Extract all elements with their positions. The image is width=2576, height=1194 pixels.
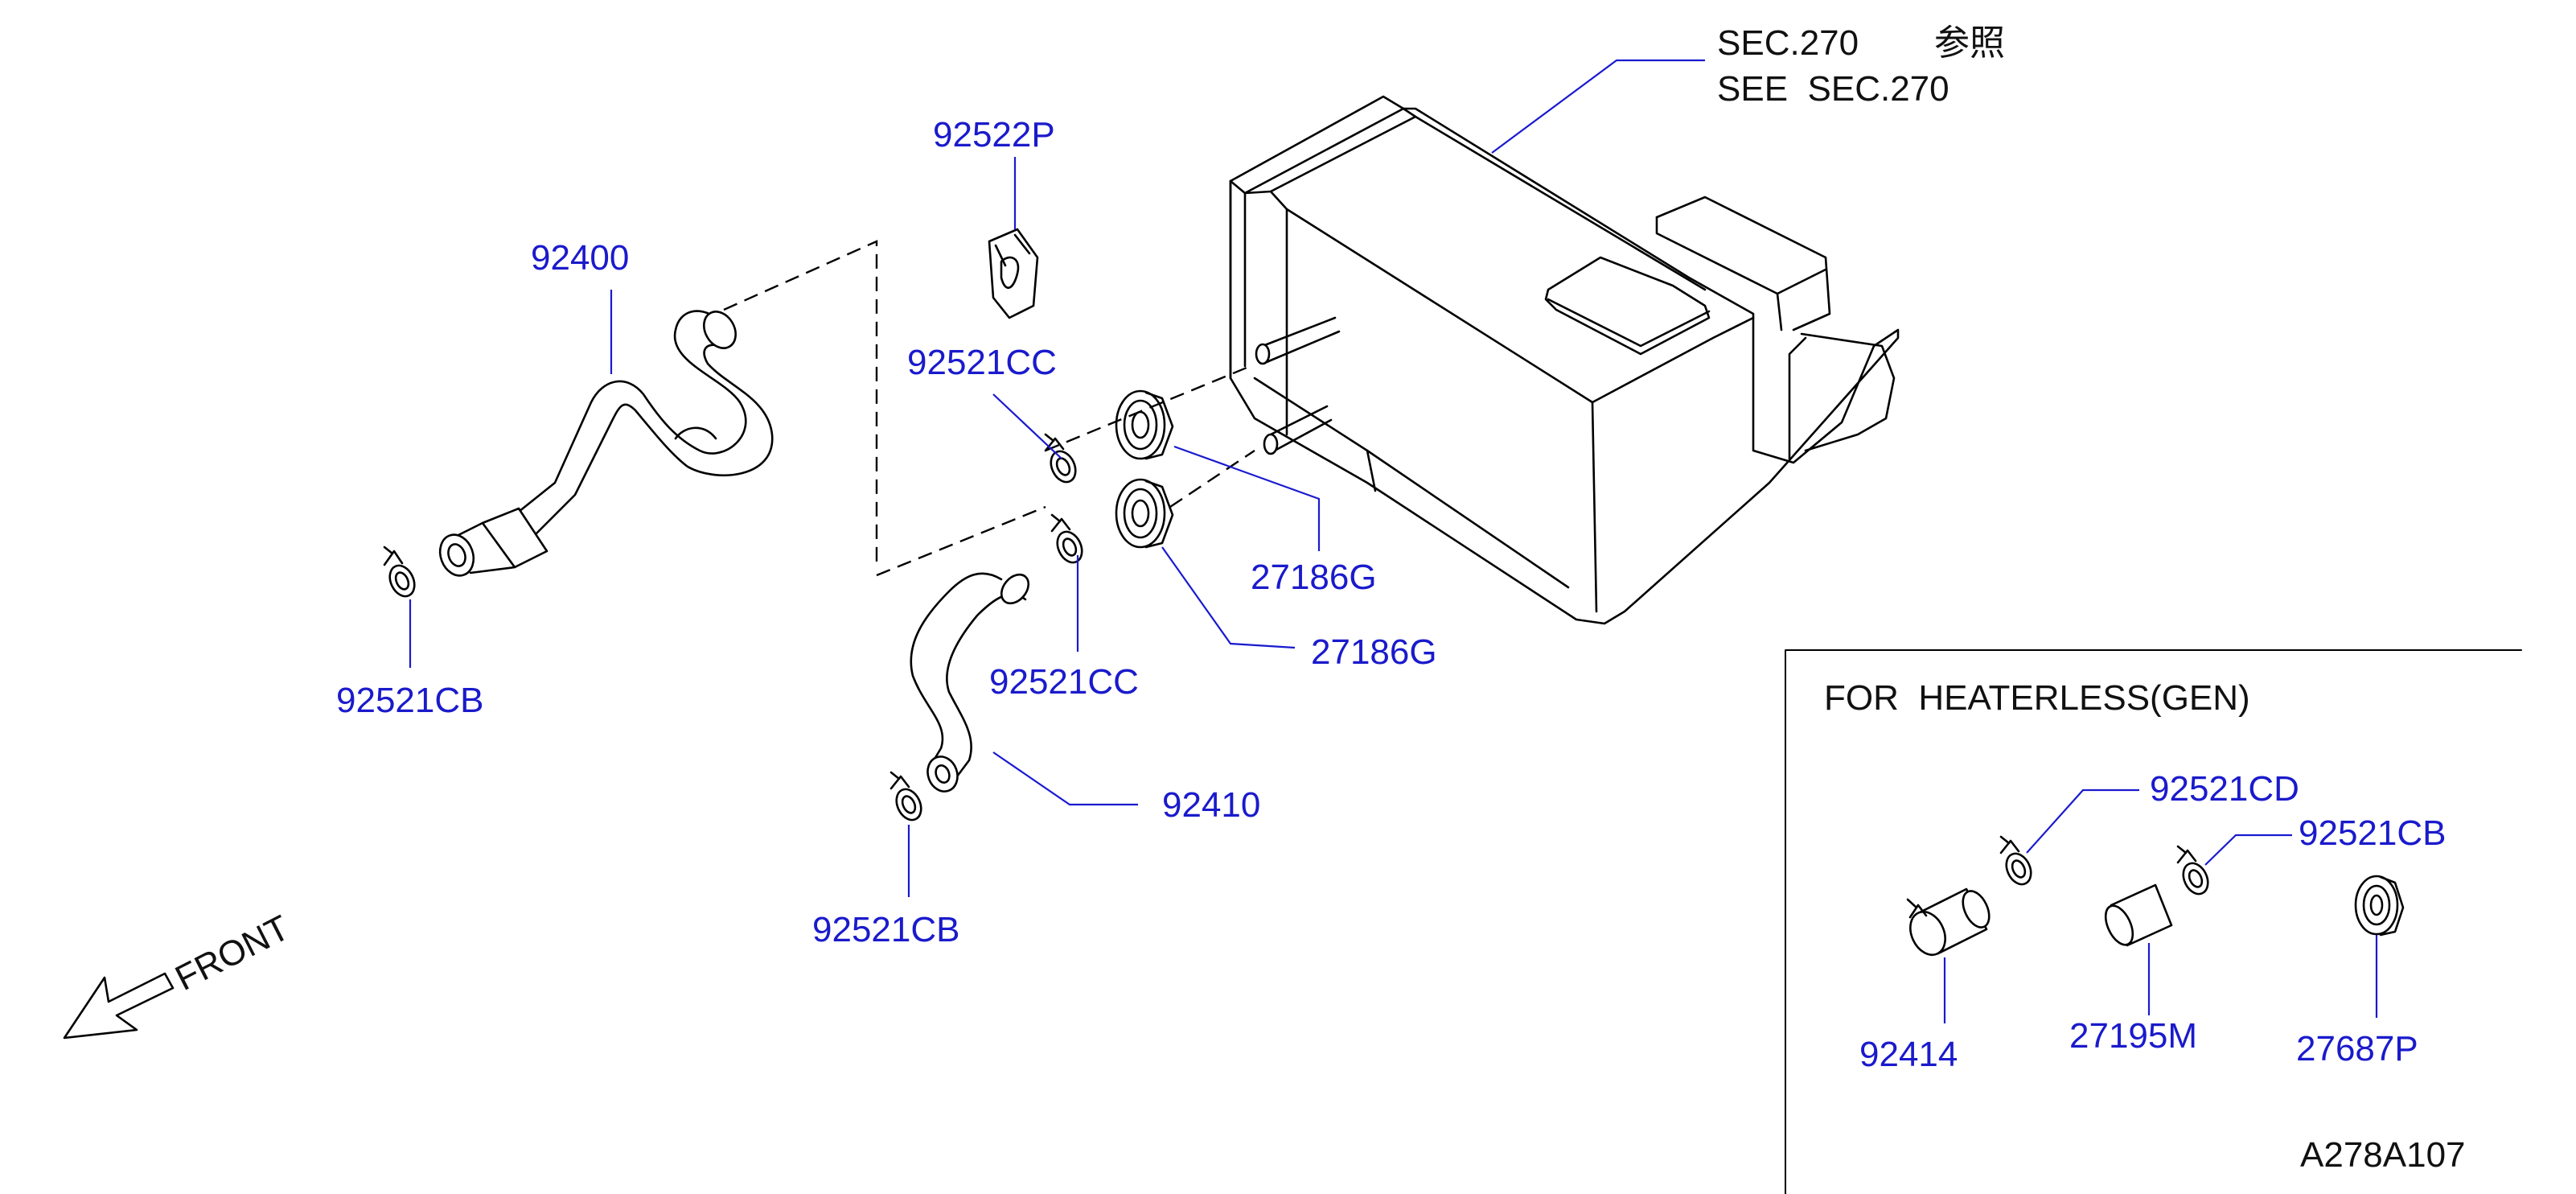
front-label: FRONT bbox=[169, 908, 295, 998]
sec-ref-line1: SEC.270 bbox=[1717, 23, 1859, 63]
callout-27195m: 27195M bbox=[2069, 1016, 2197, 1056]
clamp-92521cc-lower bbox=[1050, 513, 1083, 564]
heater-unit bbox=[1229, 95, 1900, 625]
pipe-92414 bbox=[1906, 887, 1991, 957]
clamp-92521cc-upper bbox=[1044, 433, 1077, 484]
callout-92521cc-upper: 92521CC bbox=[907, 343, 1057, 382]
callout-27687p: 27687P bbox=[2296, 1029, 2418, 1068]
callout-27186g-upper: 27186G bbox=[1251, 558, 1377, 597]
callout-92400: 92400 bbox=[531, 238, 629, 278]
callout-92414: 92414 bbox=[1859, 1035, 1958, 1074]
tube-27195m bbox=[2104, 883, 2173, 947]
clamp-92521cd bbox=[1999, 835, 2032, 886]
callout-27186g-lower: 27186G bbox=[1311, 632, 1437, 672]
callout-92410: 92410 bbox=[1162, 785, 1260, 825]
callout-92521cb-bottom: 92521CB bbox=[812, 910, 959, 949]
callout-92521cc-lower: 92521CC bbox=[989, 662, 1139, 702]
sec-ref-line1-jp: 参照 bbox=[1934, 23, 2005, 64]
figure-id: A278A107 bbox=[2300, 1135, 2466, 1175]
hose-92400 bbox=[438, 310, 774, 577]
callout-92521cb-left: 92521CB bbox=[336, 681, 483, 720]
sec-ref-line2: SEE SEC.270 bbox=[1717, 69, 1949, 109]
inset-title: FOR HEATERLESS(GEN) bbox=[1824, 678, 2250, 718]
front-arrow-icon bbox=[63, 972, 175, 1040]
inset-heaterless: FOR HEATERLESS(GEN) bbox=[1785, 649, 2522, 1194]
callout-92521cd: 92521CD bbox=[2150, 769, 2299, 809]
callout-92522p: 92522P bbox=[933, 115, 1055, 154]
grommet-lower bbox=[1115, 478, 1174, 549]
leader-lines bbox=[409, 59, 1705, 897]
grommet-upper bbox=[1115, 389, 1174, 460]
clamp-92521cb-inset bbox=[2176, 845, 2209, 896]
clamp-92521cb-left bbox=[383, 546, 416, 598]
dashed-guide-upper bbox=[723, 240, 1251, 563]
grommet-27687p bbox=[2354, 875, 2405, 937]
clamp-92521cb-bottom bbox=[889, 771, 922, 821]
hose-92410 bbox=[910, 572, 1030, 793]
callout-92521cb-inset: 92521CB bbox=[2299, 813, 2446, 853]
dashed-guide-lower bbox=[876, 450, 1255, 577]
clip-92522p bbox=[988, 228, 1039, 319]
